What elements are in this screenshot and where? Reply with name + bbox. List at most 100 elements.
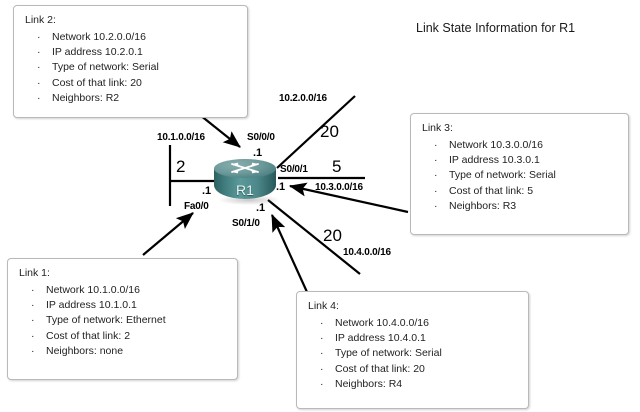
list-item: · Type of network: Ethernet	[18, 313, 227, 328]
bullet-icon: ·	[434, 200, 438, 213]
list-item-text: IP address 10.1.0.1	[46, 299, 137, 311]
list-item-text: Network 10.1.0.0/16	[46, 283, 140, 296]
info-box-link3-title: Link 3:	[422, 122, 453, 134]
list-item: · Type of network: Serial	[421, 168, 618, 183]
list-item: · IP address 10.1.0.1	[18, 298, 227, 313]
list-item: · IP address 10.3.0.1	[421, 153, 618, 168]
list-item: · Type of network: Serial	[307, 346, 518, 361]
info-box-link1[interactable]: Link 1: · Network 10.1.0.0/16 · IP address…	[7, 258, 238, 380]
list-item-text: Neighbors: none	[46, 345, 124, 358]
label-link2-cost: 20	[320, 122, 339, 141]
list-item-text: Type of network: Ethernet	[46, 314, 166, 327]
label-link3-cost: 5	[332, 157, 342, 176]
bullet-icon: ·	[320, 332, 324, 344]
info-box-link4[interactable]: Link 4: · Network 10.4.0.0/16 · IP address…	[296, 291, 529, 409]
bullet-icon: ·	[31, 345, 35, 358]
list-item-text: Neighbors: R3	[449, 200, 517, 213]
label-link1-network: 10.1.0.0/16	[157, 132, 205, 143]
bullet-icon: ·	[434, 138, 438, 151]
list-item: · IP address 10.4.0.1	[307, 331, 518, 346]
bullet-icon: ·	[37, 46, 41, 58]
link4-serial-line	[267, 199, 361, 275]
label-s0-1-0-ip: .1	[256, 202, 266, 214]
list-item-text: Type of network: Serial	[52, 61, 159, 74]
list-item: · Network 10.1.0.0/16	[18, 283, 227, 298]
bullet-icon: ·	[320, 378, 324, 391]
router-shadow	[218, 195, 280, 205]
list-item: · Cost of that link: 2	[18, 329, 227, 344]
bullet-icon: ·	[37, 30, 41, 43]
info-box-link2-title: Link 2:	[25, 14, 56, 26]
label-link4-cost: 20	[323, 226, 342, 245]
router-label: R1	[236, 182, 254, 198]
bullet-icon: ·	[320, 316, 324, 329]
label-s0-0-0-ip: .1	[253, 147, 263, 159]
list-item: · Neighbors: R2	[24, 91, 237, 106]
list-item-text: Network 10.4.0.0/16	[335, 316, 429, 329]
list-item-text: Type of network: Serial	[449, 169, 556, 182]
callout-link4[interactable]	[270, 213, 309, 293]
list-item-text: Cost of that link: 20	[335, 362, 425, 375]
bullet-icon: ·	[320, 347, 324, 360]
label-link1-cost: 2	[176, 157, 186, 176]
list-item: · Type of network: Serial	[24, 60, 237, 75]
router-top	[214, 159, 276, 178]
list-item-text: Type of network: Serial	[335, 347, 442, 360]
list-item-text: Neighbors: R2	[52, 92, 120, 105]
callout-link1[interactable]	[142, 212, 194, 256]
label-interface-s0-1-0: S0/1/0	[232, 218, 260, 229]
list-item-text: Network 10.2.0.0/16	[52, 30, 146, 43]
label-link2-network: 10.2.0.0/16	[279, 93, 327, 104]
bullet-icon: ·	[31, 314, 35, 327]
list-item: · Network 10.4.0.0/16	[307, 316, 518, 331]
list-item-text: Cost of that link: 5	[449, 184, 534, 197]
label-interface-fa0-0: Fa0/0	[184, 201, 209, 212]
callout-link2[interactable]	[199, 114, 241, 148]
label-link3-network: 10.3.0.0/16	[315, 182, 363, 193]
bullet-icon: ·	[37, 92, 41, 105]
list-item: · Neighbors: R4	[307, 377, 518, 392]
list-item-text: Network 10.3.0.0/16	[449, 138, 543, 151]
list-item: · Network 10.2.0.0/16	[24, 30, 237, 45]
list-item-text: Cost of that link: 20	[52, 76, 142, 89]
info-box-link1-title: Link 1:	[19, 267, 50, 279]
label-fa0-0-ip: .1	[202, 185, 212, 197]
crossed-arrows-icon	[231, 162, 259, 174]
bullet-icon: ·	[31, 299, 35, 311]
page-title: Link State Information for R1	[416, 21, 576, 35]
bullet-icon: ·	[31, 329, 35, 342]
list-item: · Cost of that link: 5	[421, 184, 618, 199]
info-box-link3-list: · Network 10.3.0.0/16 · IP address 10.3.0.…	[421, 138, 618, 215]
info-box-link2[interactable]: Link 2: · Network 10.2.0.0/16 · IP address…	[13, 5, 248, 118]
label-s0-0-1-ip: .1	[276, 181, 286, 193]
label-interface-s0-0-1: S0/0/1	[280, 164, 308, 175]
bullet-icon: ·	[37, 76, 41, 89]
router-icon[interactable]: R1	[214, 159, 280, 207]
list-item: · Neighbors: R3	[421, 199, 618, 214]
info-box-link2-list: · Network 10.2.0.0/16 · IP address 10.2.0.…	[24, 30, 237, 107]
list-item-text: IP address 10.3.0.1	[449, 154, 540, 166]
list-item: · Neighbors: none	[18, 344, 227, 359]
bullet-icon: ·	[434, 154, 438, 166]
bullet-icon: ·	[37, 61, 41, 74]
callout-link3[interactable]	[288, 182, 409, 214]
list-item-text: Cost of that link: 2	[46, 329, 131, 342]
bullet-icon: ·	[434, 184, 438, 197]
list-item-text: Neighbors: R4	[335, 378, 403, 391]
list-item: · Network 10.3.0.0/16	[421, 138, 618, 153]
label-link4-network: 10.4.0.0/16	[343, 247, 391, 258]
info-box-link3[interactable]: Link 3: · Network 10.3.0.0/16 · IP address…	[410, 113, 629, 235]
list-item: · IP address 10.2.0.1	[24, 45, 237, 60]
list-item: · Cost of that link: 20	[24, 76, 237, 91]
bullet-icon: ·	[434, 169, 438, 182]
list-item: ·Cost of that link: 20	[307, 362, 518, 377]
bullet-icon: ·	[31, 283, 35, 296]
link2-serial-line	[276, 95, 356, 169]
list-item-text: IP address 10.2.0.1	[52, 46, 143, 58]
info-box-link4-list: · Network 10.4.0.0/16 · IP address 10.4.0.…	[307, 316, 518, 393]
info-box-link4-title: Link 4:	[308, 300, 339, 312]
list-item-text: IP address 10.4.0.1	[335, 332, 426, 344]
info-box-link1-list: · Network 10.1.0.0/16 · IP address 10.1.0.…	[18, 283, 227, 360]
